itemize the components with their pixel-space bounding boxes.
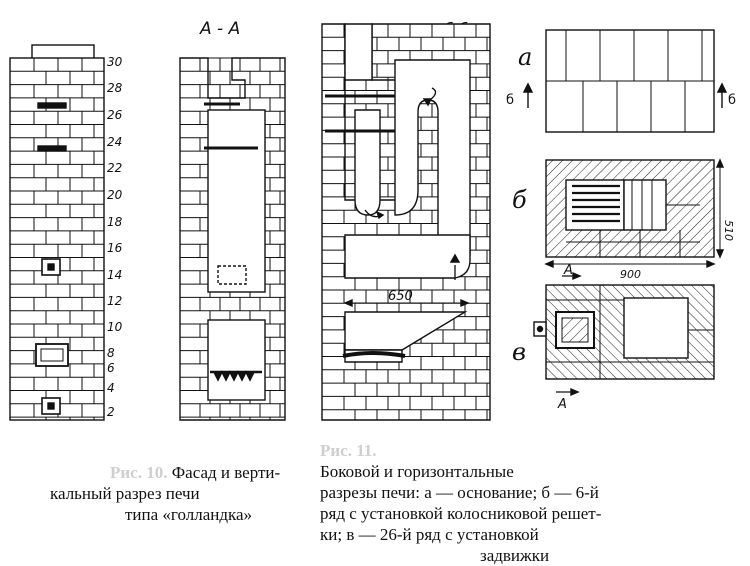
cut-marker-right: б	[728, 93, 736, 108]
plan-a-base	[522, 29, 728, 133]
figure11-caption-line5: задвижки	[480, 546, 550, 565]
cut-marker-a-upper: А	[563, 263, 573, 278]
row-number: 28	[107, 81, 123, 95]
damper-slot-upper	[37, 102, 67, 109]
figure11-caption: Рис. 11. Боковой и горизонтальные разрез…	[320, 440, 730, 566]
row-number: 20	[107, 188, 123, 202]
dimension-510: 510	[722, 220, 735, 241]
figure10-number: Рис. 10.	[110, 463, 168, 482]
plan-label-b: б	[512, 186, 527, 214]
row-number: 26	[107, 108, 123, 122]
row-number: 24	[107, 135, 122, 149]
dimension-650: 650	[388, 289, 413, 304]
plan-b-grate-row	[544, 158, 725, 281]
figure11-number: Рис. 11.	[320, 441, 377, 460]
damper-slot-lower	[37, 145, 67, 152]
figure11-caption-line1: Боковой и горизонтальные	[320, 462, 514, 481]
row-number: 10	[107, 320, 123, 334]
vertical-section-aa	[179, 57, 286, 421]
figure11-caption-line2: разрезы печи: а — основание; б — 6-й	[320, 483, 599, 502]
row-number: 22	[107, 161, 122, 175]
row-number: 2	[107, 405, 115, 419]
cut-marker-left: б	[506, 93, 514, 108]
row-number: 18	[107, 215, 123, 229]
figure10-caption-line2: кальный разрез печи	[50, 484, 200, 503]
row-number: 6	[107, 361, 115, 375]
row-number: 12	[107, 294, 122, 308]
plan-label-v: в	[512, 338, 526, 366]
row-number: 16	[107, 241, 123, 255]
row-numbers: 30 28 26 24 22 20 18 16 14 12 10 8 6 4 2	[107, 55, 123, 419]
figure10-caption-line1: Фасад и верти-	[171, 463, 281, 482]
dimension-900: 900	[620, 268, 641, 281]
cut-marker-a-lower: А	[557, 397, 567, 412]
facade-elevation	[9, 44, 105, 421]
row-number: 8	[107, 346, 115, 360]
row-number: 14	[107, 268, 122, 282]
plan-v-damper-row	[533, 284, 715, 397]
plan-label-a: а	[518, 43, 532, 71]
figure11-caption-line3: ряд с установкой колосниковой решет-	[320, 504, 602, 523]
figure11-caption-line4: ки; в — 26-й ряд с установкой	[320, 525, 539, 544]
side-section-bb	[321, 23, 491, 421]
row-number: 4	[107, 381, 115, 395]
figure10-caption: Рис. 10. Фасад и верти- кальный разрез п…	[50, 462, 295, 525]
figure10-caption-line3: типа «голландка»	[125, 505, 253, 524]
row-number: 30	[107, 55, 123, 69]
section-label-aa: А - А	[199, 19, 240, 39]
